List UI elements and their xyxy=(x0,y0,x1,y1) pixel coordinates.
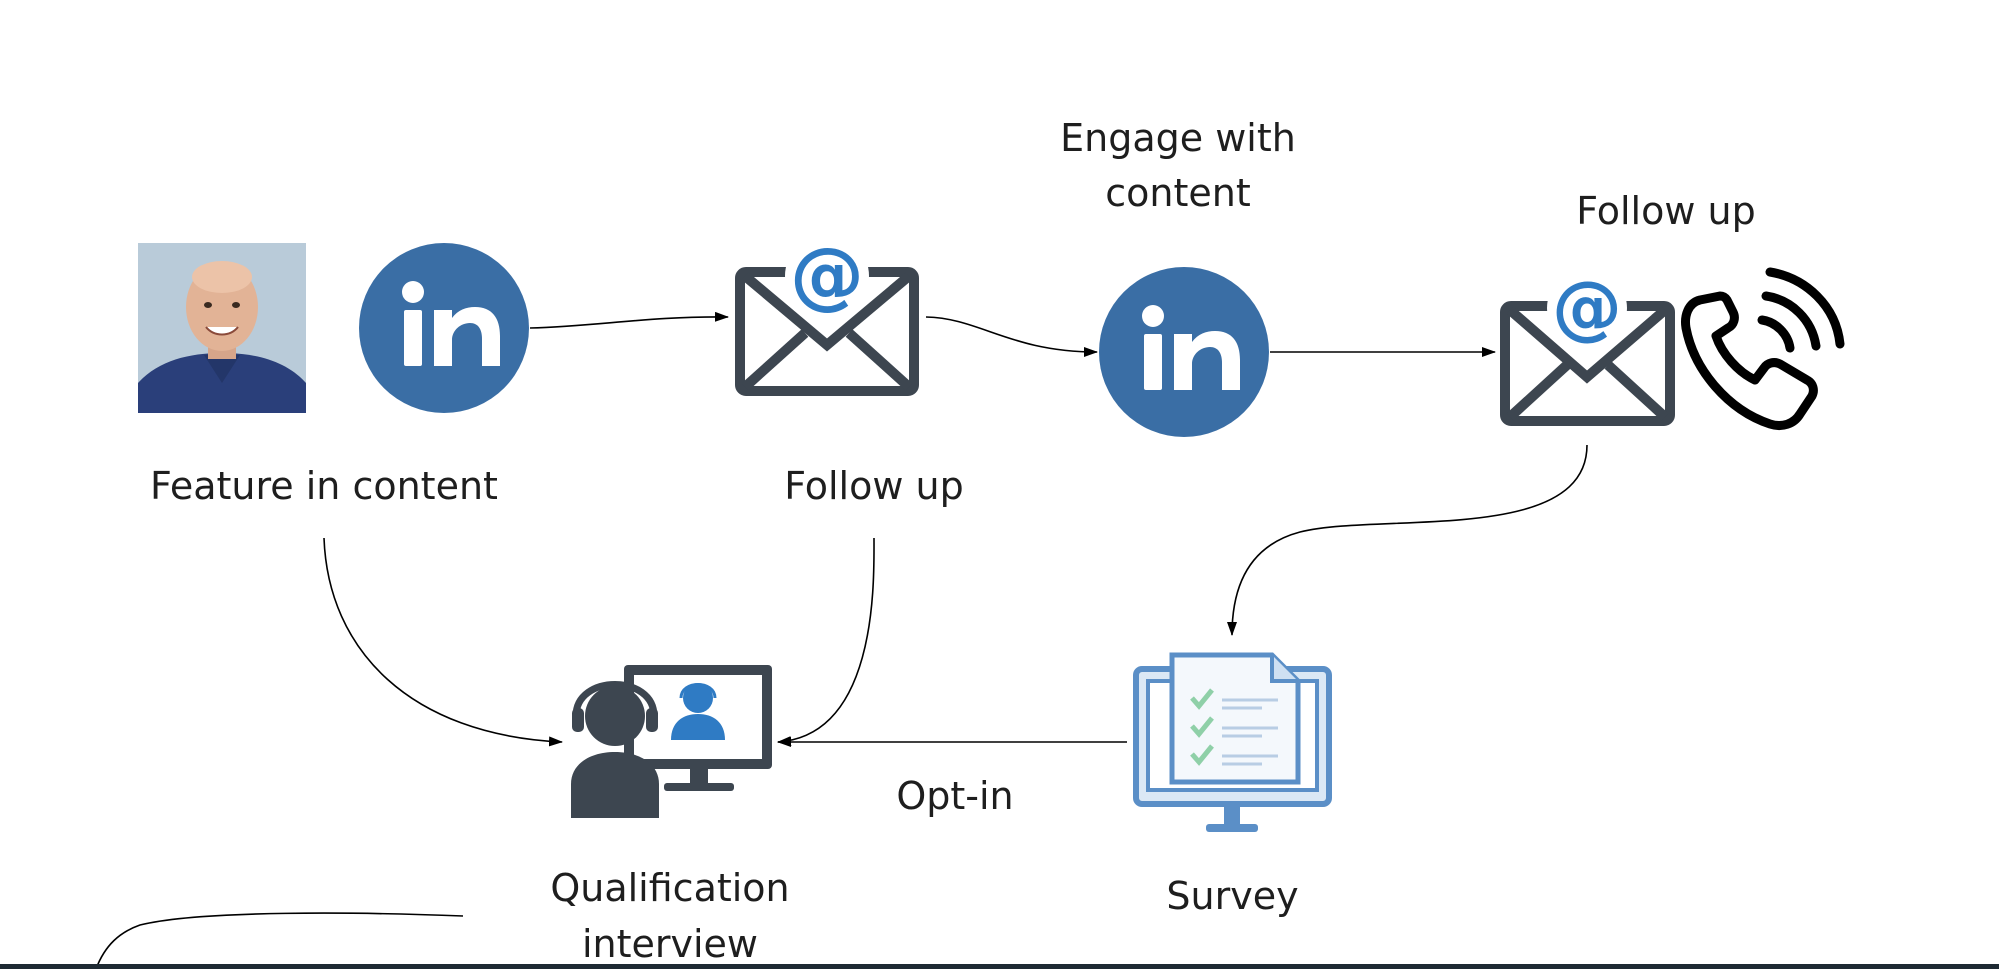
label-engage-with-content-line2: content xyxy=(1105,171,1251,215)
linkedin-icon xyxy=(359,243,529,413)
label-survey: Survey xyxy=(1166,874,1299,918)
connector-feature-to-qualification xyxy=(323,537,563,747)
video-call-icon xyxy=(571,665,772,818)
survey-icon xyxy=(1133,652,1332,832)
connector-linkedin-to-email xyxy=(529,311,729,329)
profile-photo xyxy=(138,243,306,413)
label-feature-in-content: Feature in content xyxy=(150,464,498,508)
email-icon: @ xyxy=(735,232,919,396)
linkedin-icon xyxy=(1099,267,1269,437)
connector-email-to-survey xyxy=(1227,444,1588,636)
svg-text:@: @ xyxy=(790,232,864,318)
svg-text:@: @ xyxy=(1552,266,1622,348)
label-follow-up: Follow up xyxy=(784,464,964,508)
connector-partial-bottom xyxy=(95,912,464,969)
email-icon: @ xyxy=(1500,266,1675,426)
label-qualification-line1: Qualification xyxy=(550,866,790,910)
label-follow-up-2: Follow up xyxy=(1576,189,1756,233)
connector-email-to-linkedin xyxy=(925,316,1098,357)
label-engage-with-content-line1: Engage with xyxy=(1060,116,1296,160)
bottom-border xyxy=(0,964,1999,969)
label-qualification-line2: interview xyxy=(581,922,759,966)
phone-icon xyxy=(1681,267,1845,431)
connector-followup-to-qualification xyxy=(777,537,875,747)
label-opt-in: Opt-in xyxy=(896,774,1014,818)
